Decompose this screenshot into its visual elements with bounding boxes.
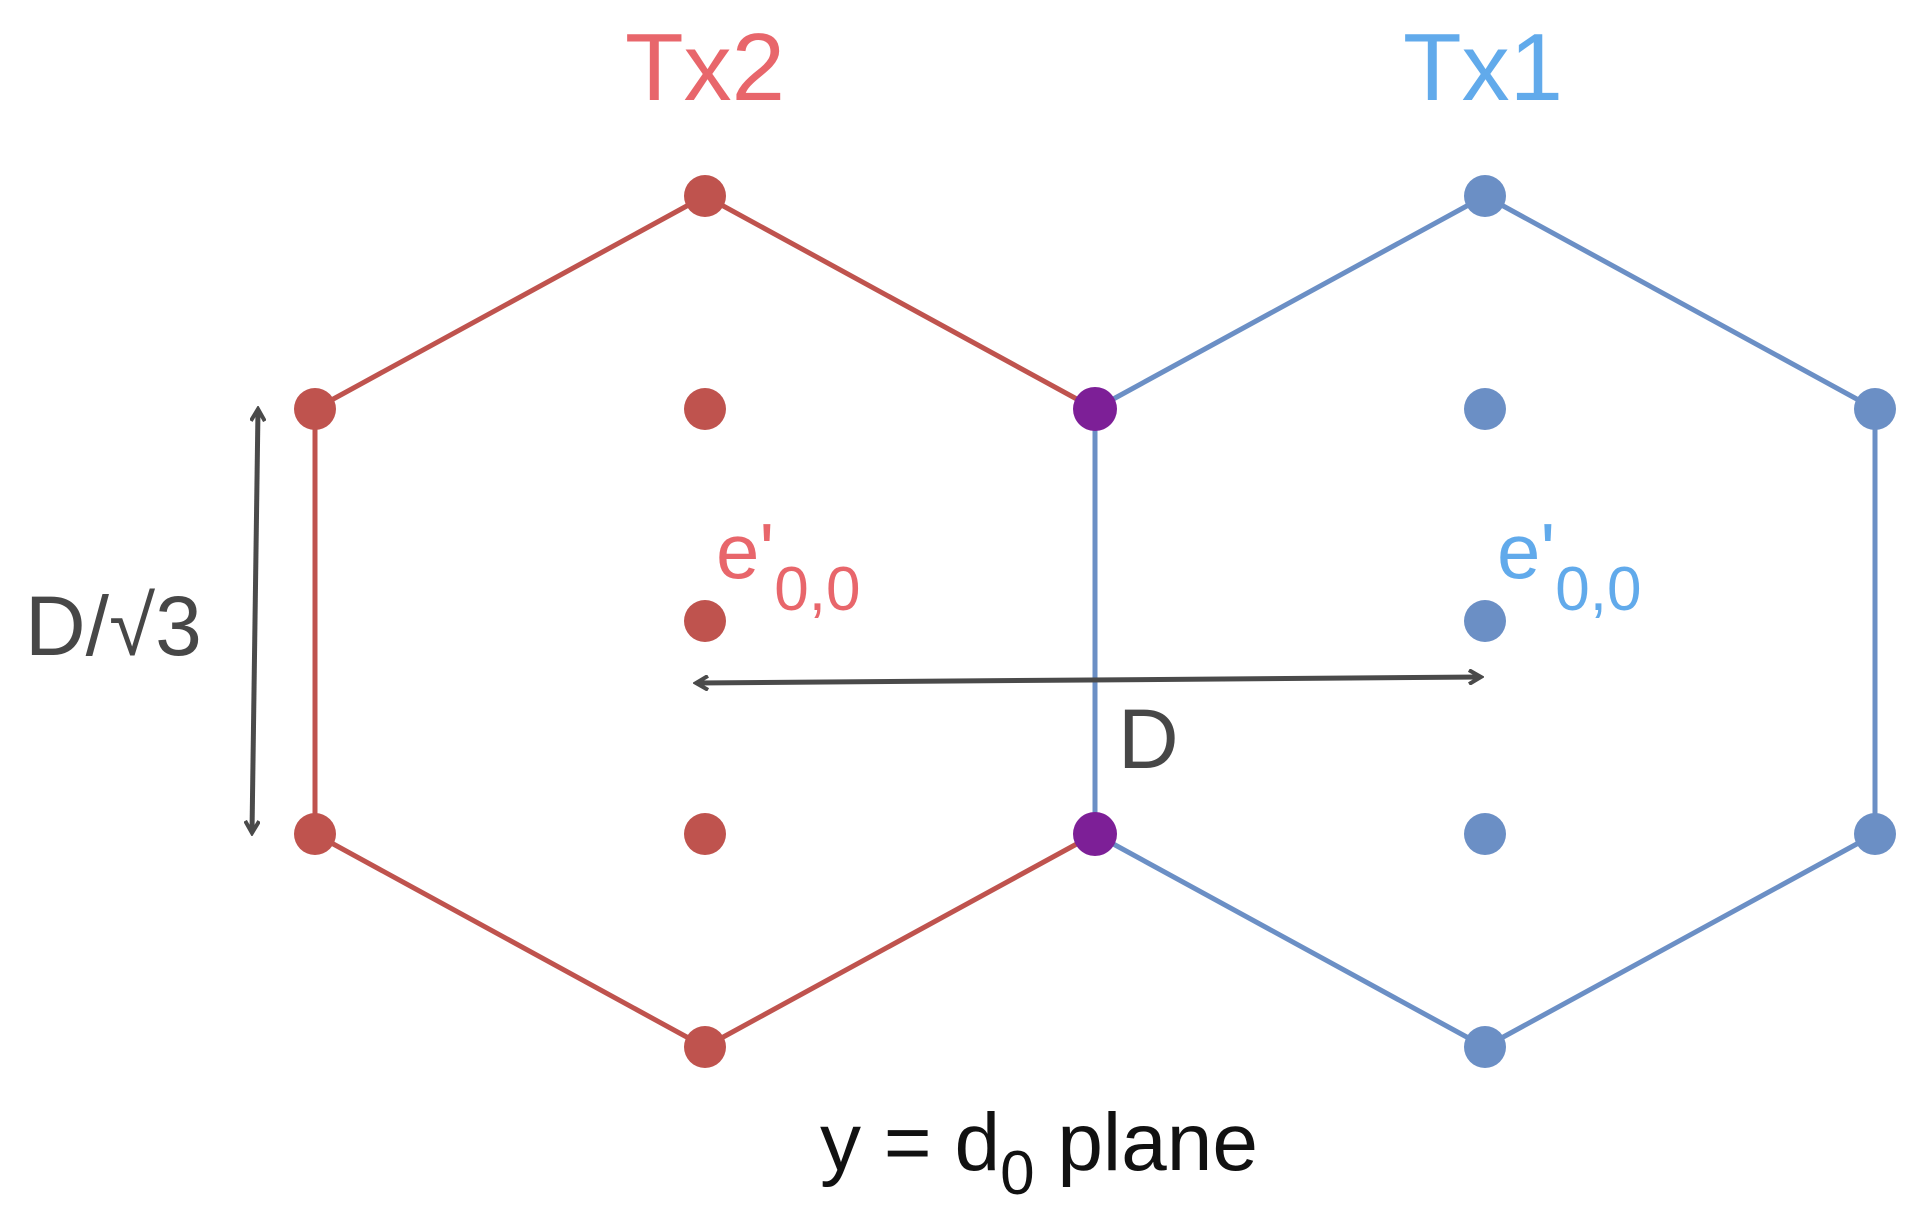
horizontal-dimension-label: D [1118, 692, 1179, 786]
tx2-element-label: e'0,0 [716, 507, 860, 624]
tx1-array [1092, 175, 1896, 1068]
tx1-element-label-base: e' [1497, 507, 1555, 595]
tx2-vertex-top [684, 175, 726, 217]
plane-label-prefix: y = d [820, 1097, 1000, 1188]
tx1-vertex-bottom [1464, 1026, 1506, 1068]
plane-label-subscript: 0 [1000, 1139, 1034, 1208]
tx1-vertex-upper-right [1854, 388, 1896, 430]
plane-label-suffix: plane [1035, 1097, 1258, 1188]
shared-vertex-lower [1073, 812, 1117, 856]
tx1-vertex-top [1464, 175, 1506, 217]
tx2-array [294, 175, 1098, 1068]
horizontal-dimension-arrow [697, 677, 1480, 683]
tx2-element-dot [684, 388, 726, 430]
plane-label: y = d0 plane [820, 1097, 1258, 1208]
tx1-vertex-lower-right [1854, 813, 1896, 855]
tx2-vertex-bottom [684, 1026, 726, 1068]
vertical-dimension-arrow [252, 410, 258, 832]
tx2-element-dot [684, 813, 726, 855]
vertical-dimension-label: D/√3 [25, 579, 202, 673]
tx1-element-dot [1464, 813, 1506, 855]
shared-vertex-upper [1073, 387, 1117, 431]
tx1-element-dot [1464, 388, 1506, 430]
tx2-label: Tx2 [625, 14, 785, 121]
tx2-element-label-base: e' [716, 507, 774, 595]
tx1-element-label: e'0,0 [1497, 507, 1641, 624]
tx2-element-label-subscript: 0,0 [774, 555, 860, 624]
tx1-element-label-subscript: 0,0 [1555, 555, 1641, 624]
tx2-vertex-lower-left [294, 813, 336, 855]
tx2-element-dot [684, 600, 726, 642]
tx2-vertex-upper-left [294, 388, 336, 430]
tx1-element-dot [1464, 600, 1506, 642]
tx1-label: Tx1 [1403, 14, 1563, 121]
